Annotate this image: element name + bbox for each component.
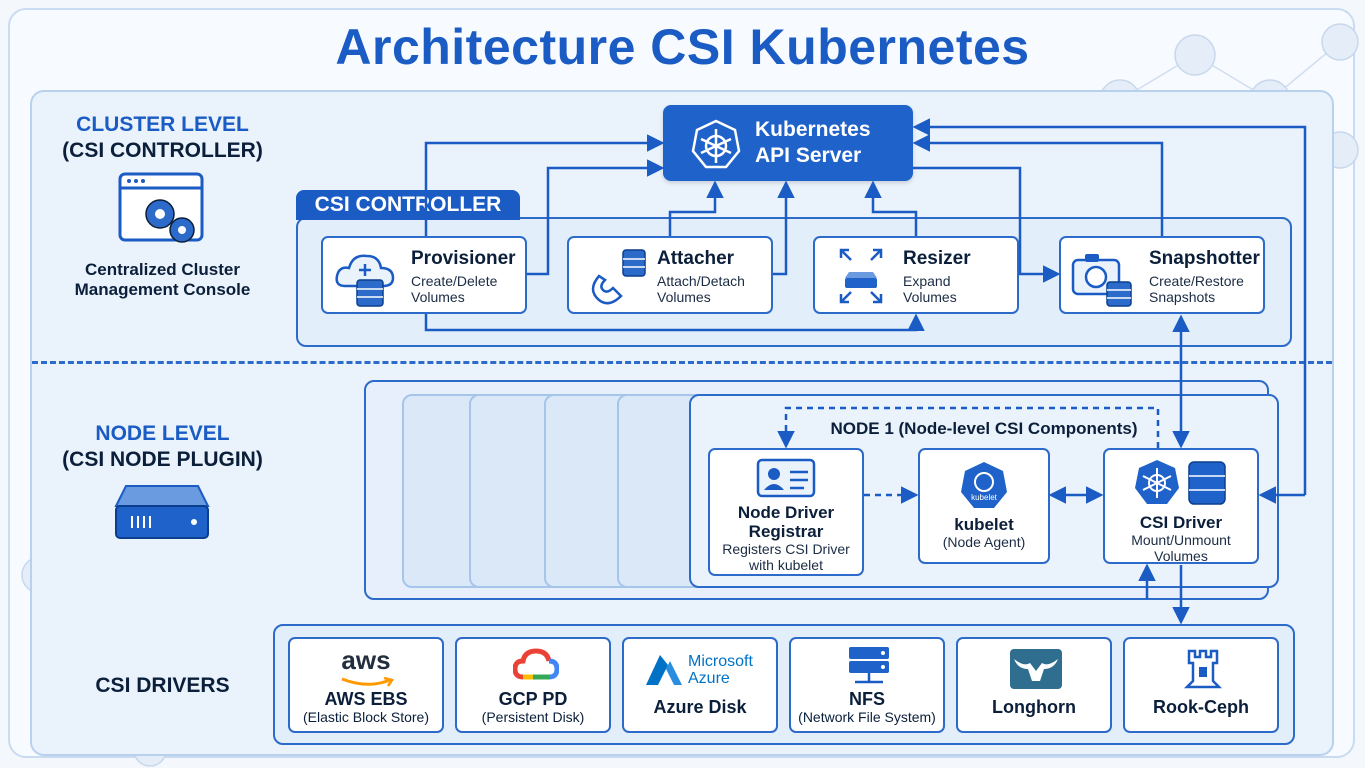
cluster-description: Centralized Cluster Management Console: [40, 260, 285, 300]
azure-logo: [646, 655, 682, 685]
driver-card-nfs: NFS (Network File System): [789, 637, 945, 733]
rook-ceph-logo: [1183, 649, 1223, 689]
cloud-database-icon: [335, 254, 395, 307]
api-server-box: Kubernetes API Server: [663, 105, 913, 181]
attacher-desc-line2: Volumes: [657, 289, 711, 305]
driver-name-aws-ebs: AWS EBS: [324, 689, 408, 709]
driver-name-azure-disk: Azure Disk: [653, 697, 747, 717]
diagram-title: Architecture CSI Kubernetes: [335, 19, 1030, 75]
gcp-logo: [513, 648, 559, 680]
driver-name-longhorn: Longhorn: [992, 697, 1076, 717]
longhorn-logo: [1010, 649, 1062, 689]
attacher-desc: Attach/Detach Volumes: [657, 273, 771, 305]
snapshotter-desc: Create/Restore Snapshots: [1149, 273, 1263, 305]
driver-name-gcp-pd: GCP PD: [498, 689, 568, 709]
kubelet-card: kubelet kubelet (Node Agent): [918, 448, 1050, 564]
node-level-title: NODE LEVEL: [95, 422, 230, 445]
attacher-name: Attacher: [657, 248, 735, 269]
node-level-subtitle: (CSI NODE PLUGIN): [62, 448, 263, 471]
provisioner-desc: Create/Delete Volumes: [411, 273, 525, 305]
driver-name-nfs: NFS: [849, 689, 885, 709]
aws-smile-icon: [341, 677, 395, 687]
resizer-name: Resizer: [903, 248, 971, 269]
snapshotter-name: Snapshotter: [1149, 248, 1260, 269]
driver-name-rook-ceph: Rook-Ceph: [1153, 697, 1249, 717]
registrar-desc-line1: Registers CSI Driver: [722, 541, 850, 557]
driver-card-aws-ebs: aws AWS EBS (Elastic Block Store): [288, 637, 444, 733]
driver-desc-gcp-pd: (Persistent Disk): [481, 709, 585, 725]
helm-wheel-icon: [691, 119, 741, 169]
driver-card-azure-disk: Microsoft Azure Azure Disk: [622, 637, 778, 733]
id-card-icon: [756, 458, 816, 498]
csi-driver-desc-line2: Volumes: [1154, 548, 1208, 564]
driver-card-longhorn: Longhorn: [956, 637, 1112, 733]
driver-card-gcp-pd: GCP PD (Persistent Disk): [455, 637, 611, 733]
cluster-level-label: CLUSTER LEVEL (CSI CONTROLLER): [40, 112, 285, 164]
resizer-card: Resizer Expand Volumes: [813, 236, 1019, 314]
cluster-level-subtitle: (CSI CONTROLLER): [62, 139, 263, 162]
provisioner-desc-line2: Volumes: [411, 289, 465, 305]
csi-controller-tab: CSI CONTROLLER: [296, 190, 520, 220]
azure-logo-text: Microsoft Azure: [688, 653, 753, 687]
azure-logo-text-line1: Microsoft: [688, 653, 753, 670]
cluster-description-line1: Centralized Cluster: [85, 260, 240, 279]
driver-desc-aws-ebs: (Elastic Block Store): [302, 709, 430, 725]
node1-title: NODE 1 (Node-level CSI Components): [830, 419, 1138, 438]
resizer-desc-line1: Expand: [903, 273, 951, 289]
csi-driver-icon: [1135, 460, 1226, 505]
node-level-label: NODE LEVEL (CSI NODE PLUGIN): [40, 421, 285, 473]
attacher-card: Attacher Attach/Detach Volumes: [567, 236, 773, 314]
kubelet-icon: kubelet: [961, 462, 1007, 508]
provisioner-name: Provisioner: [411, 248, 516, 269]
kubelet-name: kubelet: [954, 515, 1014, 534]
gear-window-icon: [118, 172, 204, 243]
provisioner-card: Provisioner Create/Delete Volumes: [321, 236, 527, 314]
drivers-level-label: CSI DRIVERS: [40, 673, 285, 699]
csi-driver-desc-line1: Mount/Unmount: [1131, 532, 1231, 548]
resizer-desc: Expand Volumes: [903, 273, 1017, 305]
azure-logo-text-line2: Azure: [688, 670, 730, 687]
registrar-name-line1: Node Driver: [737, 503, 835, 522]
magnet-database-icon: [591, 249, 646, 305]
cluster-level-title: CLUSTER LEVEL: [76, 113, 249, 136]
aws-logo: aws: [290, 645, 442, 676]
snapshotter-desc-line1: Create/Restore: [1149, 273, 1244, 289]
resizer-desc-line2: Volumes: [903, 289, 957, 305]
snapshotter-desc-line2: Snapshots: [1149, 289, 1216, 305]
driver-desc-nfs: (Network File System): [798, 709, 936, 725]
snapshotter-card: Snapshotter Create/Restore Snapshots: [1059, 236, 1265, 314]
level-divider: [32, 361, 1332, 364]
cluster-description-line2: Management Console: [74, 280, 251, 299]
drivers-level-title: CSI DRIVERS: [95, 674, 230, 697]
provisioner-desc-line1: Create/Delete: [411, 273, 498, 289]
api-server-line2: API Server: [755, 144, 862, 167]
driver-card-rook-ceph: Rook-Ceph: [1123, 637, 1279, 733]
csi-driver-name: CSI Driver: [1139, 513, 1223, 532]
api-server-label: Kubernetes API Server: [755, 117, 871, 169]
kubelet-icon-text: kubelet: [971, 493, 998, 502]
api-server-line1: Kubernetes: [755, 118, 871, 141]
node-driver-registrar-card: Node Driver Registrar Registers CSI Driv…: [708, 448, 864, 576]
expand-disk-icon: [839, 248, 883, 304]
kubelet-desc: (Node Agent): [942, 534, 1026, 550]
registrar-desc-line2: with kubelet: [749, 557, 823, 573]
attacher-desc-line1: Attach/Detach: [657, 273, 745, 289]
nfs-server-icon: [849, 647, 889, 684]
csi-driver-card: CSI Driver Mount/Unmount Volumes: [1103, 448, 1259, 564]
camera-database-icon: [1071, 254, 1132, 307]
registrar-name-line2: Registrar: [748, 522, 824, 541]
aws-logo-text: aws: [341, 645, 391, 675]
server-rack-icon: [114, 485, 210, 539]
